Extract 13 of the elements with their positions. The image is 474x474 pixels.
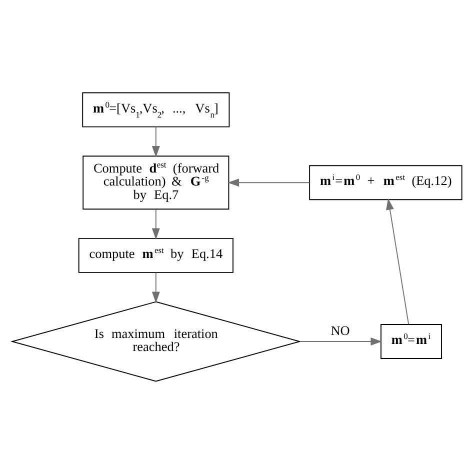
node-box: m$^{i}$=m$^{0}$ + m$^{est}$ (Eq.12) bbox=[309, 165, 462, 200]
node-diamond: Is maximum iteration reached? bbox=[10, 301, 302, 382]
arrow bbox=[386, 198, 410, 325]
edge-label: NO bbox=[330, 323, 350, 338]
arrow bbox=[152, 208, 160, 240]
arrow bbox=[228, 178, 310, 187]
node-box: Compute d$^{est}$ (forward calculation) & G$^{-g}$ by Eq.7 bbox=[82, 156, 230, 210]
arrow bbox=[152, 126, 160, 158]
arrow bbox=[152, 272, 160, 304]
node-box: m$^{0}$=[Vs$_{1}$,Vs$_{2}$, ..., Vs$_{n}$] bbox=[82, 92, 230, 128]
node-box: m$^{0}$=m$^{i}$ bbox=[380, 324, 442, 359]
node-box: compute m$^{est}$ by Eq.14 bbox=[78, 238, 234, 273]
arrow bbox=[300, 338, 382, 346]
